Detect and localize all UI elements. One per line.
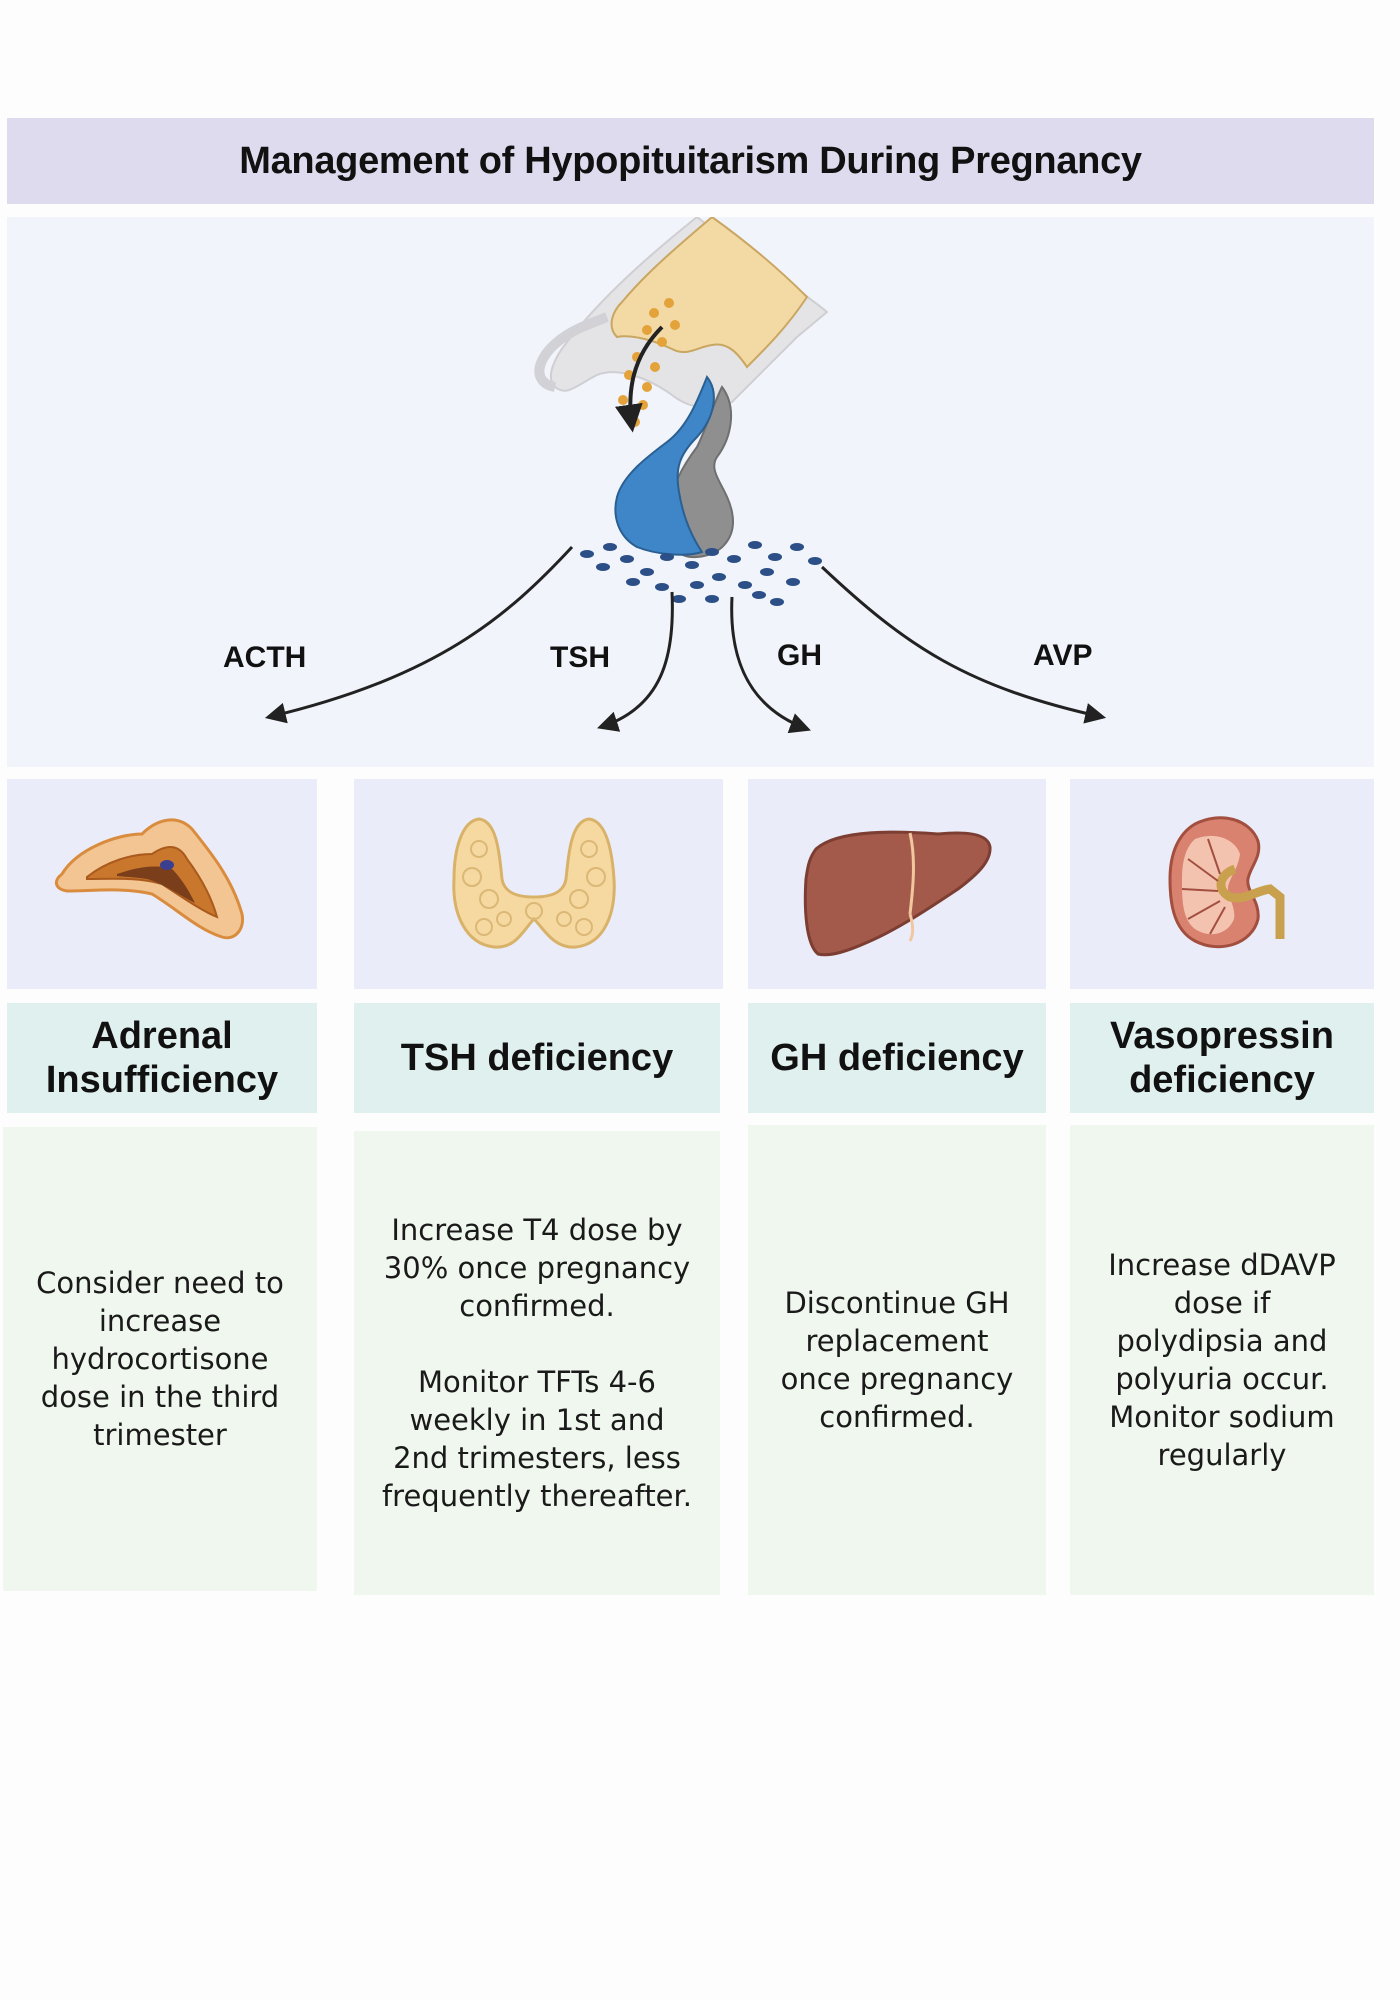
tsh-arrow [597,591,674,732]
acth-arrow [264,545,574,724]
tsh-label: TSH [550,641,610,674]
thyroid-organ-box [354,779,723,989]
adrenal-gland-icon [54,818,245,940]
tsh-management-text: Increase T4 dose by 30% once pregnancy c… [354,1131,720,1595]
adrenal-heading: Adrenal Insufficiency [7,1003,317,1113]
gh-arrow [730,596,811,734]
kidney-icon [1168,816,1285,949]
adrenal-organ-box [7,779,317,989]
gh-heading: GH deficiency [748,1003,1046,1113]
portal-arrow [614,325,664,433]
gh-label: GH [777,639,822,672]
kidney-organ-box [1070,779,1374,989]
page-title: Management of Hypopituitarism During Pre… [239,139,1142,182]
tsh-heading: TSH deficiency [354,1003,720,1113]
hormone-dots [580,541,822,606]
liver-icon [803,830,992,957]
avp-arrow [820,565,1107,724]
adrenal-management-text: Consider need to increase hydrocortisone… [3,1127,317,1591]
pituitary-panel: ACTH TSH GH AVP [7,217,1374,767]
vasopressin-management-text: Increase dDAVP dose if polydipsia and po… [1070,1125,1374,1595]
thyroid-gland-icon [452,817,616,949]
acth-label: ACTH [223,641,307,674]
liver-organ-box [748,779,1046,989]
avp-label: AVP [1033,639,1093,672]
pituitary-illustration [264,217,1107,734]
vasopressin-heading: Vasopressin deficiency [1070,1003,1374,1113]
gh-management-text: Discontinue GH replacement once pregnanc… [748,1125,1046,1595]
title-banner: Management of Hypopituitarism During Pre… [7,118,1374,204]
